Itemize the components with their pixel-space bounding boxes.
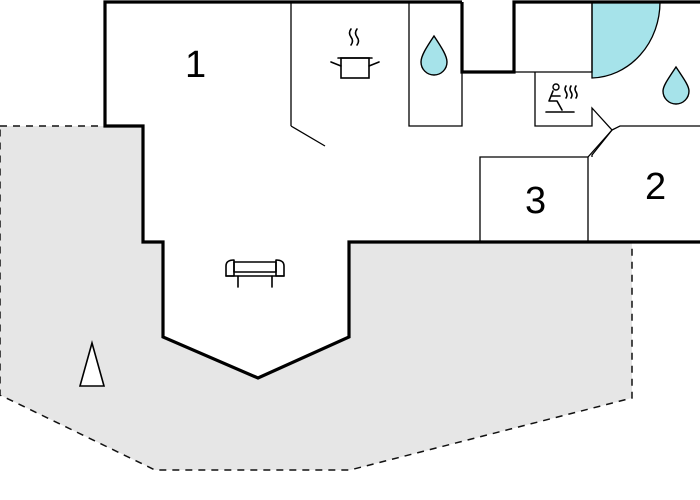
water-drop-icon [662,65,690,105]
sauna-icon [545,83,578,113]
cooking-pot-icon [330,28,380,79]
room-2-label: 2 [645,166,666,208]
room-3-label: 3 [525,180,546,222]
room-1-label: 1 [185,44,206,86]
interior-walls [290,2,700,242]
north-arrow-icon [78,340,106,387]
sofa-icon [225,259,285,288]
exterior-wall [103,0,700,380]
hot-tub [591,1,661,79]
water-drop-icon [420,34,448,76]
